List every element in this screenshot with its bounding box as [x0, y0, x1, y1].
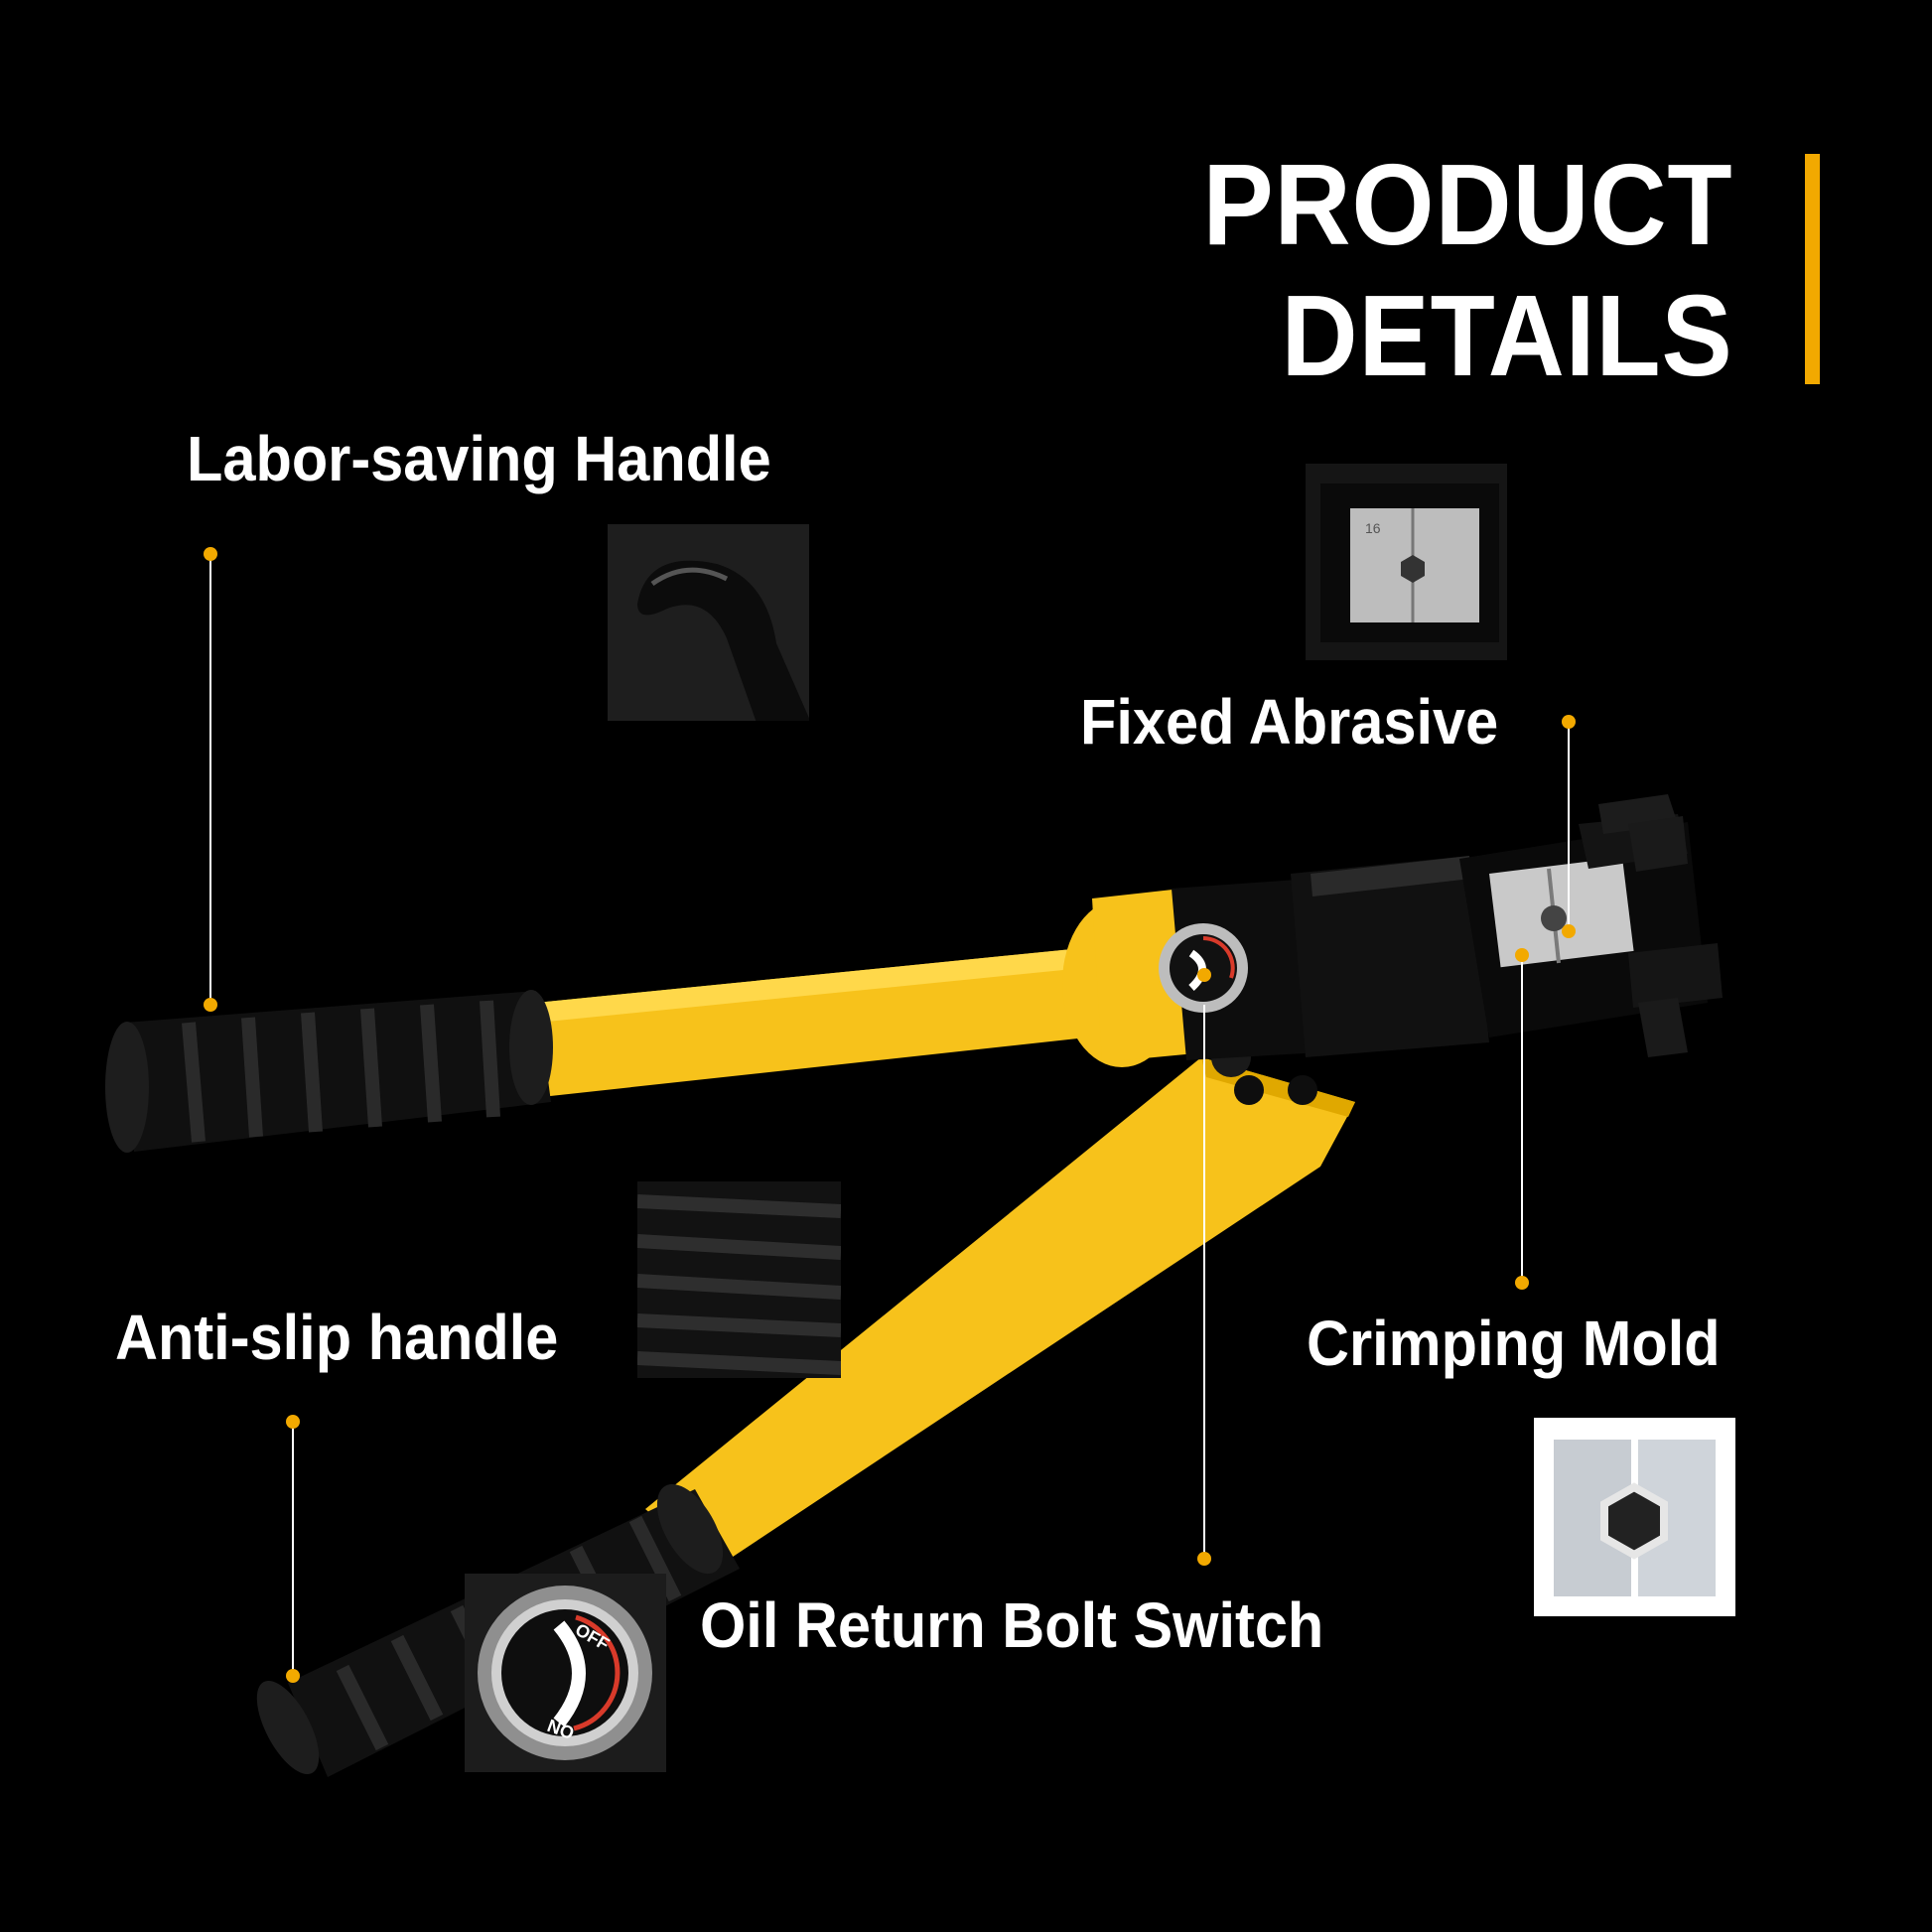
oil-switch-closeup-image: OFF NO — [465, 1574, 666, 1772]
title-accent-bar — [1805, 154, 1820, 384]
callout-dot — [286, 1669, 300, 1683]
callout-dot — [204, 547, 217, 561]
callout-dot — [1562, 924, 1576, 938]
die-marking: 16 — [1365, 520, 1381, 536]
label-fixed-abrasive: Fixed Abrasive — [1080, 686, 1499, 758]
upper-grip — [105, 990, 553, 1153]
upper-handle-bar — [536, 948, 1087, 1097]
callout-dot — [1197, 968, 1211, 982]
label-labor-saving-handle: Labor-saving Handle — [187, 423, 771, 494]
callout-dot — [1515, 948, 1529, 962]
callout-dot — [1562, 715, 1576, 729]
title-line-1: PRODUCT — [1202, 140, 1733, 269]
label-anti-slip-handle: Anti-slip handle — [115, 1302, 559, 1373]
title-line-2: DETAILS — [1281, 271, 1733, 400]
grip-closeup-image — [637, 1181, 841, 1378]
callout-dot — [1197, 1552, 1211, 1566]
crimping-die-image — [1534, 1418, 1735, 1616]
page-title: PRODUCT DETAILS — [1203, 139, 1733, 401]
die-head-closeup-image: 16 — [1306, 464, 1507, 660]
pivot-rivet — [1288, 1075, 1317, 1105]
callout-dot — [204, 998, 217, 1012]
handle-closeup-image — [608, 524, 809, 721]
callout-dot — [286, 1415, 300, 1429]
pivot-rivet — [1234, 1075, 1264, 1105]
callout-dot — [1515, 1276, 1529, 1290]
label-oil-return-bolt-switch: Oil Return Bolt Switch — [700, 1589, 1324, 1661]
lower-handle-bar — [645, 1057, 1355, 1569]
label-crimping-mold: Crimping Mold — [1307, 1308, 1721, 1379]
